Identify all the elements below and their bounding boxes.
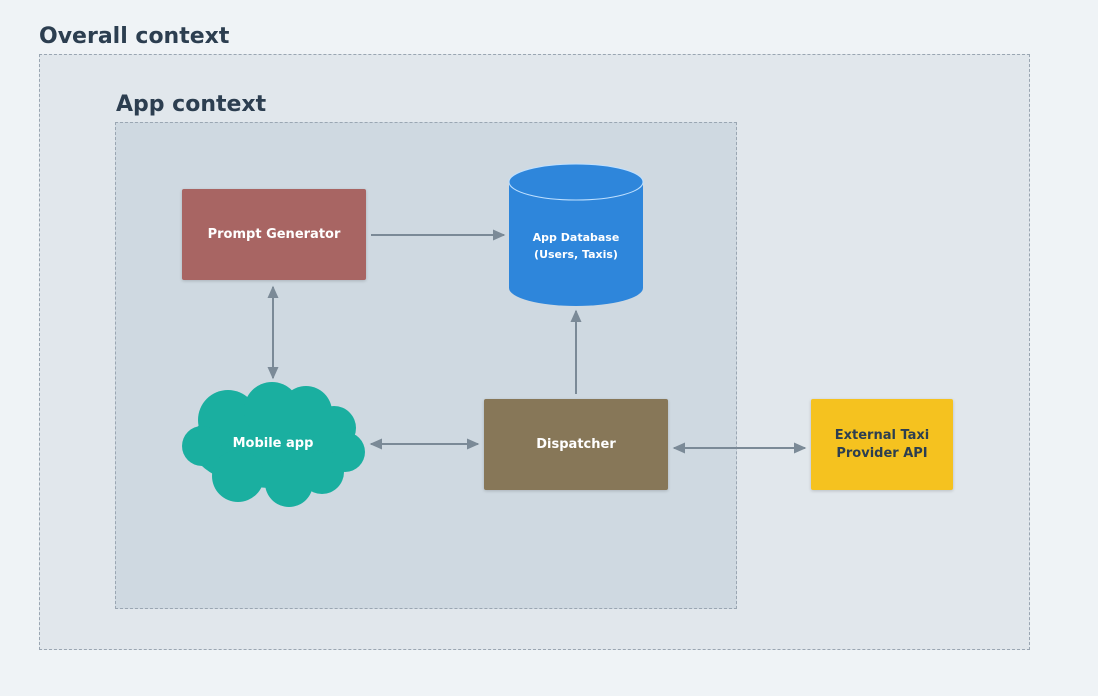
external-taxi-provider-api-node: External Taxi Provider API [811, 399, 953, 490]
overall-context-title: Overall context [39, 24, 230, 49]
prompt-generator-label: Prompt Generator [207, 226, 341, 242]
external-api-label-line2: Provider API [836, 445, 928, 461]
dispatcher-node: Dispatcher [484, 399, 668, 490]
dispatcher-label: Dispatcher [536, 436, 616, 452]
app-context-title: App context [116, 92, 267, 117]
external-api-label-line1: External Taxi [834, 427, 930, 443]
mobile-app-cloud [182, 382, 365, 507]
prompt-generator-node: Prompt Generator [182, 189, 366, 280]
app-database-cylinder [508, 163, 644, 306]
